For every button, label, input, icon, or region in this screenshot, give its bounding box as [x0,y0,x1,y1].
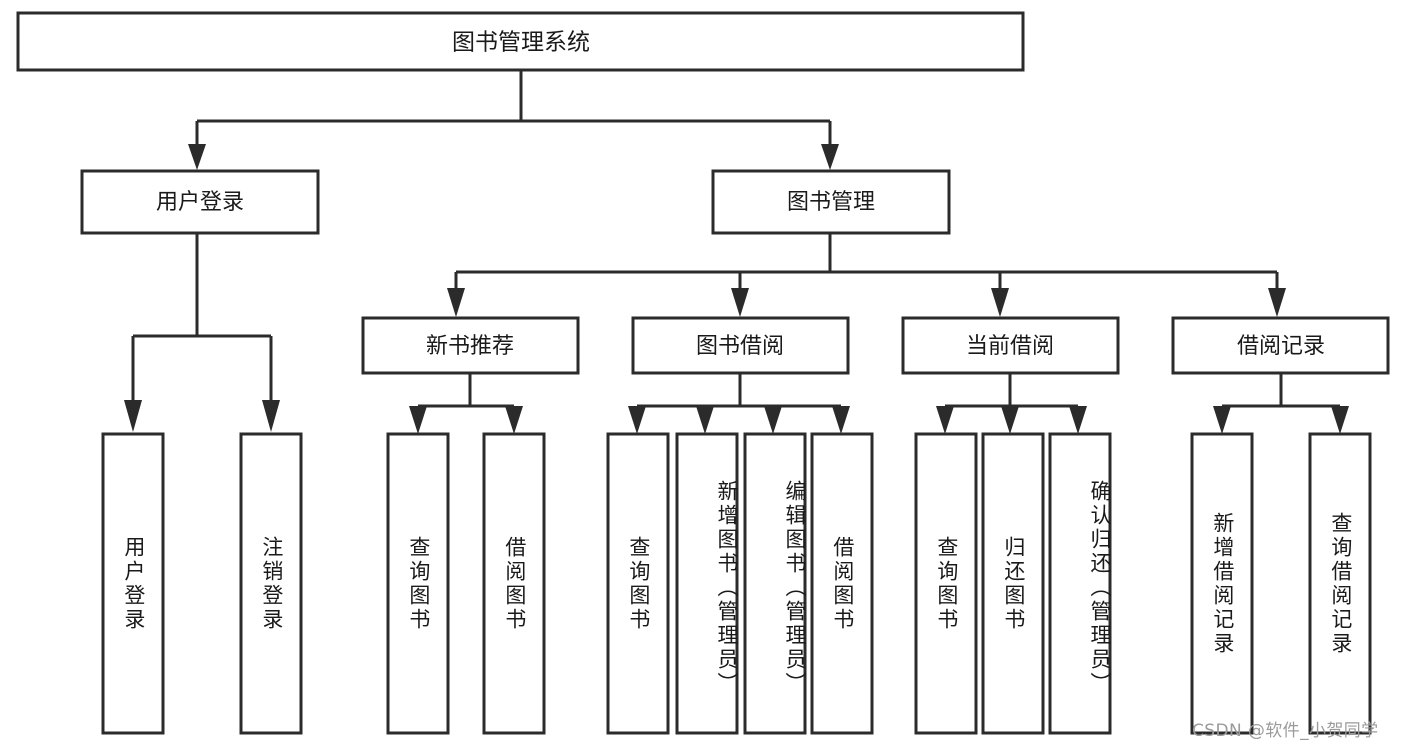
node-borrow-record-label: 借阅记录 [1237,334,1325,359]
arrow-to-leaf-confirm-return [1069,406,1087,434]
arrow-to-leaf-borrow-book-1 [505,406,523,434]
node-root[interactable]: 图书管理系统 [16,11,1025,72]
node-book-manage[interactable]: 图书管理 [711,169,951,235]
node-book-borrow-rect[interactable] [631,316,850,375]
arrow-to-book-manage [821,144,839,170]
leaf-rect-query-book-2[interactable] [606,432,670,735]
node-root-label: 图书管理系统 [452,30,590,56]
connector-group-current-borrow [936,373,1087,434]
leaf-rect-return-book[interactable] [981,432,1045,735]
leaf-rect-query-borrow-record[interactable] [1308,432,1372,735]
leaf-boxes [101,432,1372,735]
node-borrow-record-rect[interactable] [1171,316,1390,375]
node-new-book-recommend-label: 新书推荐 [426,334,514,359]
arrow-to-leaf-query-book-1 [409,406,427,434]
connector-group-book-borrow [628,373,850,434]
node-user-login-label: 用户登录 [156,190,244,215]
arrow-to-borrow-record [1268,288,1286,317]
arrow-to-user-login [188,144,206,170]
arrow-to-leaf-edit-book [764,406,782,434]
arrow-to-book-borrow [731,288,749,317]
arrow-to-new-book-recommend [447,288,465,317]
node-book-borrow[interactable]: 图书借阅 [631,316,850,375]
connector-group-book-manage [447,233,1286,317]
leaf-rect-query-book-1[interactable] [386,432,450,735]
leaf-rect-query-book-3[interactable] [914,432,978,735]
connector-group-borrow-record [1213,373,1349,434]
leaf-rect-borrow-book-2[interactable] [810,432,874,735]
arrow-to-leaf-add-borrow-record [1213,406,1231,434]
node-new-book-recommend-rect[interactable] [361,316,580,375]
node-current-borrow-label: 当前借阅 [966,334,1054,359]
leaf-rect-logout-login[interactable] [239,432,303,735]
node-user-login[interactable]: 用户登录 [80,169,320,235]
connector-group-root [188,70,839,170]
leaf-rect-add-borrow-record[interactable] [1190,432,1254,735]
arrow-to-leaf-query-book-2 [628,406,646,434]
arrow-to-leaf-borrow-book-2 [832,406,850,434]
arrow-to-leaf-query-borrow-record [1331,406,1349,434]
leaf-rect-add-book[interactable] [675,432,739,735]
node-user-login-rect[interactable] [80,169,320,235]
leaf-rect-edit-book[interactable] [743,432,807,735]
leaf-rect-confirm-return[interactable] [1048,432,1112,735]
node-book-manage-label: 图书管理 [787,190,875,215]
node-current-borrow[interactable]: 当前借阅 [901,316,1120,375]
connector-group-user-login [124,233,280,432]
node-book-borrow-label: 图书借阅 [696,334,784,359]
arrow-to-leaf-logout-login [262,400,280,432]
node-book-manage-rect[interactable] [711,169,951,235]
connector-group-new-book-recommend [409,373,523,434]
leaf-rect-user-login[interactable] [101,432,165,735]
arrow-to-current-borrow [991,288,1009,317]
arrow-to-leaf-return-book [1001,406,1019,434]
node-new-book-recommend[interactable]: 新书推荐 [361,316,580,375]
node-borrow-record[interactable]: 借阅记录 [1171,316,1390,375]
node-root-rect[interactable] [16,11,1025,72]
arrow-to-leaf-user-login [124,400,142,432]
arrow-to-leaf-add-book [696,406,714,434]
csdn-watermark: CSDN @软件_小贺同学 [1192,721,1379,741]
arrow-to-leaf-query-book-3 [936,406,954,434]
leaf-rect-borrow-book-1[interactable] [482,432,546,735]
node-current-borrow-rect[interactable] [901,316,1120,375]
